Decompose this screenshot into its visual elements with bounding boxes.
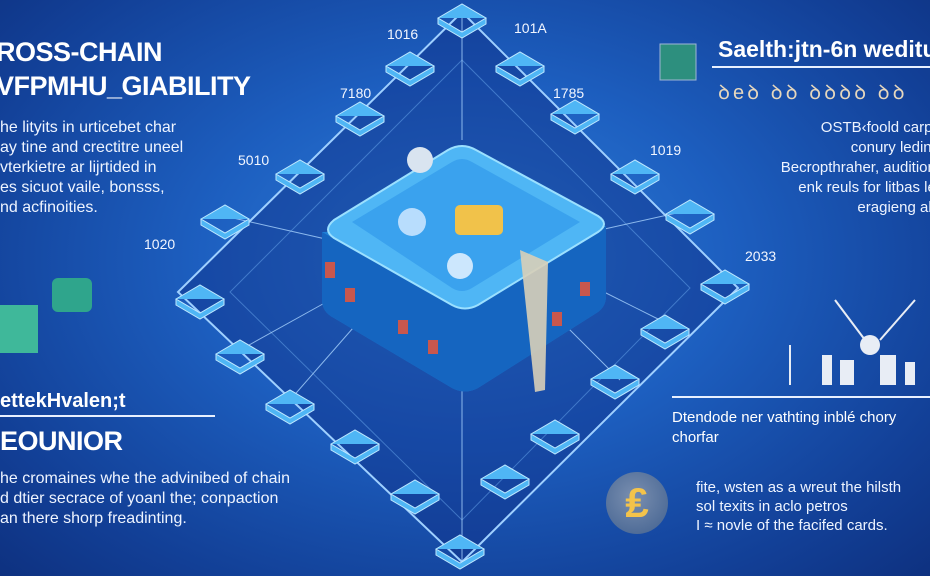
node-tile bbox=[275, 159, 325, 195]
text-line: Dtendode ner vathting inblé chory bbox=[672, 409, 897, 426]
text-line: d dtier secrace of yoanl the; conpaction bbox=[0, 490, 279, 507]
text-line: enk reuls for litbas let bbox=[798, 179, 930, 196]
cube-icon bbox=[0, 305, 38, 353]
main-title-line2: VFPMHU_GIABILITY bbox=[0, 71, 251, 101]
node-tile bbox=[437, 3, 487, 39]
node-tile bbox=[495, 51, 545, 87]
text-line: an there shorp freadinting. bbox=[0, 510, 187, 527]
node-tile bbox=[480, 464, 530, 500]
gadgets-icons bbox=[822, 335, 915, 385]
node-tile bbox=[175, 284, 225, 320]
bus-icon bbox=[455, 205, 503, 235]
node-label: 5010 bbox=[238, 152, 270, 168]
node-label: 1020 bbox=[144, 236, 176, 252]
chip-icon bbox=[52, 278, 92, 312]
device-icon bbox=[659, 43, 697, 81]
section-title-left: EOUNIOR bbox=[0, 426, 123, 456]
node-label: 1019 bbox=[650, 142, 682, 158]
text-line: Becropthraher, auditiom bbox=[780, 159, 930, 176]
node-tile bbox=[640, 314, 690, 350]
text-line: conury leding bbox=[850, 139, 930, 156]
divider bbox=[712, 66, 930, 68]
text-line: eragieng abl bbox=[857, 199, 930, 216]
node-tile bbox=[530, 419, 580, 455]
text-line: he lityits in urticebet char bbox=[0, 119, 177, 136]
node-tile bbox=[330, 429, 380, 465]
subtitle-glyphs: ꝺeꝺ ꝺꝺ ꝺꝺꝺꝺ ꝺꝺ bbox=[718, 82, 908, 104]
node-tile bbox=[610, 159, 660, 195]
node-tile bbox=[265, 389, 315, 425]
pound-coin-icon: ₤ bbox=[606, 472, 668, 534]
divider bbox=[0, 415, 215, 417]
node-tile bbox=[550, 99, 600, 135]
right-bottom-text: fite, wsten as a wreut the hilsth sol te… bbox=[696, 478, 901, 535]
text-line: es sicuot vaile, bonsss, bbox=[0, 179, 165, 196]
text-line: he cromaines whe the advinibed of chain bbox=[0, 470, 290, 487]
ribbon bbox=[520, 250, 548, 392]
section-label: ettekHvalen;t bbox=[0, 390, 126, 412]
gadgets-cluster bbox=[789, 299, 916, 385]
node-tile bbox=[200, 204, 250, 240]
central-hub bbox=[322, 145, 606, 392]
text-line: I ≈ novle of the facifed cards. bbox=[696, 517, 888, 534]
text-line: sol texits in aclo petros bbox=[696, 498, 848, 515]
node-tile bbox=[215, 339, 265, 375]
text-line: OSTB‹foold carpy bbox=[820, 119, 930, 136]
intro-text: he lityits in urticebet char ay tine and… bbox=[0, 118, 230, 218]
node-tile bbox=[435, 534, 485, 570]
main-title-line1: ROSS-CHAIN bbox=[0, 37, 163, 67]
text-line: ay tine and crectitre uneel bbox=[0, 139, 184, 156]
node-tile bbox=[385, 51, 435, 87]
text-line: chorfar bbox=[672, 429, 719, 446]
node-tile bbox=[390, 479, 440, 515]
right-bottom-heading: Dtendode ner vathting inblé chory chorfa… bbox=[672, 408, 896, 448]
text-line: nd acfinoities. bbox=[0, 199, 98, 216]
text-line: vterkietre ar lijrtided in bbox=[0, 159, 157, 176]
right-info-text: OSTB‹foold carpy conury leding Becropthr… bbox=[730, 118, 930, 218]
node-label: 1785 bbox=[553, 85, 585, 101]
node-tile bbox=[335, 101, 385, 137]
robot-icon bbox=[407, 147, 433, 173]
text-line: fite, wsten as a wreut the hilsth bbox=[696, 479, 902, 496]
node-tile bbox=[665, 199, 715, 235]
globe-icon bbox=[398, 208, 426, 236]
node-label: 2033 bbox=[745, 248, 777, 264]
divider bbox=[672, 396, 930, 398]
node-label: 101A bbox=[514, 20, 547, 36]
node-label: 1016 bbox=[387, 26, 419, 42]
left-bottom-text: he cromaines whe the advinibed of chain … bbox=[0, 469, 320, 529]
section-title-right: Saelth:jtn-6n weditur bbox=[718, 36, 930, 62]
node-tile bbox=[590, 364, 640, 400]
node-tile bbox=[700, 269, 750, 305]
node-label: 7180 bbox=[340, 85, 372, 101]
